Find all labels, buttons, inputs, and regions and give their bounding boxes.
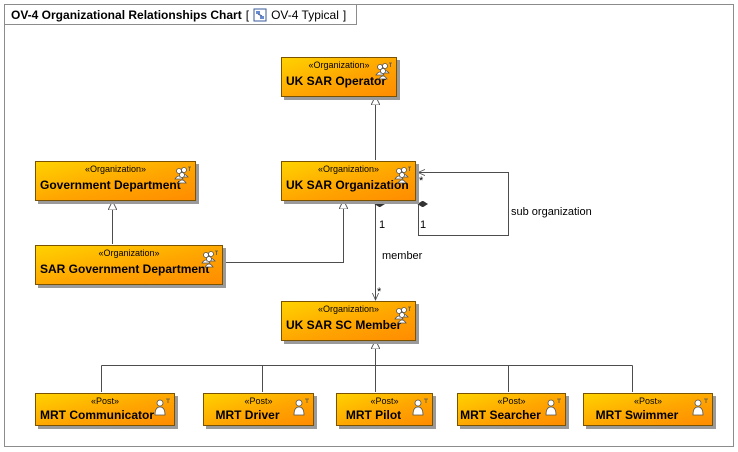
bracket-open: [ [245, 7, 250, 22]
bracket-close: ] [342, 7, 347, 22]
node-uk-sar-operator[interactable]: «Organization» UK SAR Operator [281, 57, 397, 97]
stereotype-label: «Post» [497, 396, 526, 406]
node-uk-sar-organization[interactable]: «Organization» UK SAR Organization [281, 161, 416, 201]
stereotype-label: «Post» [244, 396, 273, 406]
node-mrt-searcher[interactable]: «Post» MRT Searcher [457, 393, 566, 426]
organization-icon [173, 166, 191, 184]
diagram-header: OV-4 Organizational Relationships Chart … [5, 5, 358, 25]
node-name: SAR Government Department [40, 262, 210, 276]
sub-organization-source-multiplicity: 1 [420, 219, 427, 231]
organization-icon [393, 166, 411, 184]
organization-icon [393, 306, 411, 324]
stereotype-label: «Post» [370, 396, 399, 406]
diagram-type: OV-4 Typical [271, 7, 339, 22]
member-association-label: member [382, 250, 423, 262]
sub-organization-label: sub organization [511, 206, 592, 218]
organization-icon [200, 250, 218, 268]
stereotype-label: «Organization» [317, 164, 380, 174]
stereotype-label: «Post» [90, 396, 120, 406]
node-government-department[interactable]: «Organization» Government Department [35, 161, 196, 201]
member-target-multiplicity: * [377, 286, 382, 298]
edge-sub-organization-association [418, 173, 509, 236]
node-name: MRT Communicator [40, 408, 154, 422]
edge-sar-govdept-to-organization [224, 201, 344, 263]
node-name: UK SAR SC Member [286, 318, 402, 332]
stereotype-label: «Organization» [308, 60, 370, 70]
node-name: MRT Pilot [345, 408, 402, 422]
stereotype-label: «Organization» [84, 164, 147, 174]
node-name: MRT Driver [215, 408, 280, 422]
diagram-type-icon [253, 8, 267, 22]
node-mrt-swimmer[interactable]: «Post» MRT Swimmer [583, 393, 713, 426]
diagram-title: OV-4 Organizational Relationships Chart [11, 7, 242, 22]
sub-organization-target-multiplicity: * [419, 175, 424, 187]
node-mrt-driver[interactable]: «Post» MRT Driver [203, 393, 314, 426]
node-name: MRT Swimmer [595, 408, 679, 422]
member-source-multiplicity: 1 [379, 219, 386, 231]
stereotype-label: «Organization» [317, 304, 380, 314]
post-icon [543, 398, 561, 416]
node-sar-government-department[interactable]: «Organization» SAR Government Department [35, 245, 223, 285]
node-name: Government Department [40, 178, 181, 192]
stereotype-label: «Organization» [98, 248, 160, 258]
post-icon [690, 398, 708, 416]
stereotype-label: «Post» [633, 396, 663, 406]
post-icon [152, 398, 170, 416]
post-icon [410, 398, 428, 416]
organization-icon [374, 62, 392, 80]
node-uk-sar-sc-member[interactable]: «Organization» UK SAR SC Member [281, 301, 416, 341]
node-name: UK SAR Operator [286, 74, 387, 88]
post-icon [291, 398, 309, 416]
node-name: MRT Searcher [460, 408, 541, 422]
node-name: UK SAR Organization [286, 178, 409, 192]
node-mrt-communicator[interactable]: «Post» MRT Communicator [35, 393, 175, 426]
node-mrt-pilot[interactable]: «Post» MRT Pilot [336, 393, 433, 426]
